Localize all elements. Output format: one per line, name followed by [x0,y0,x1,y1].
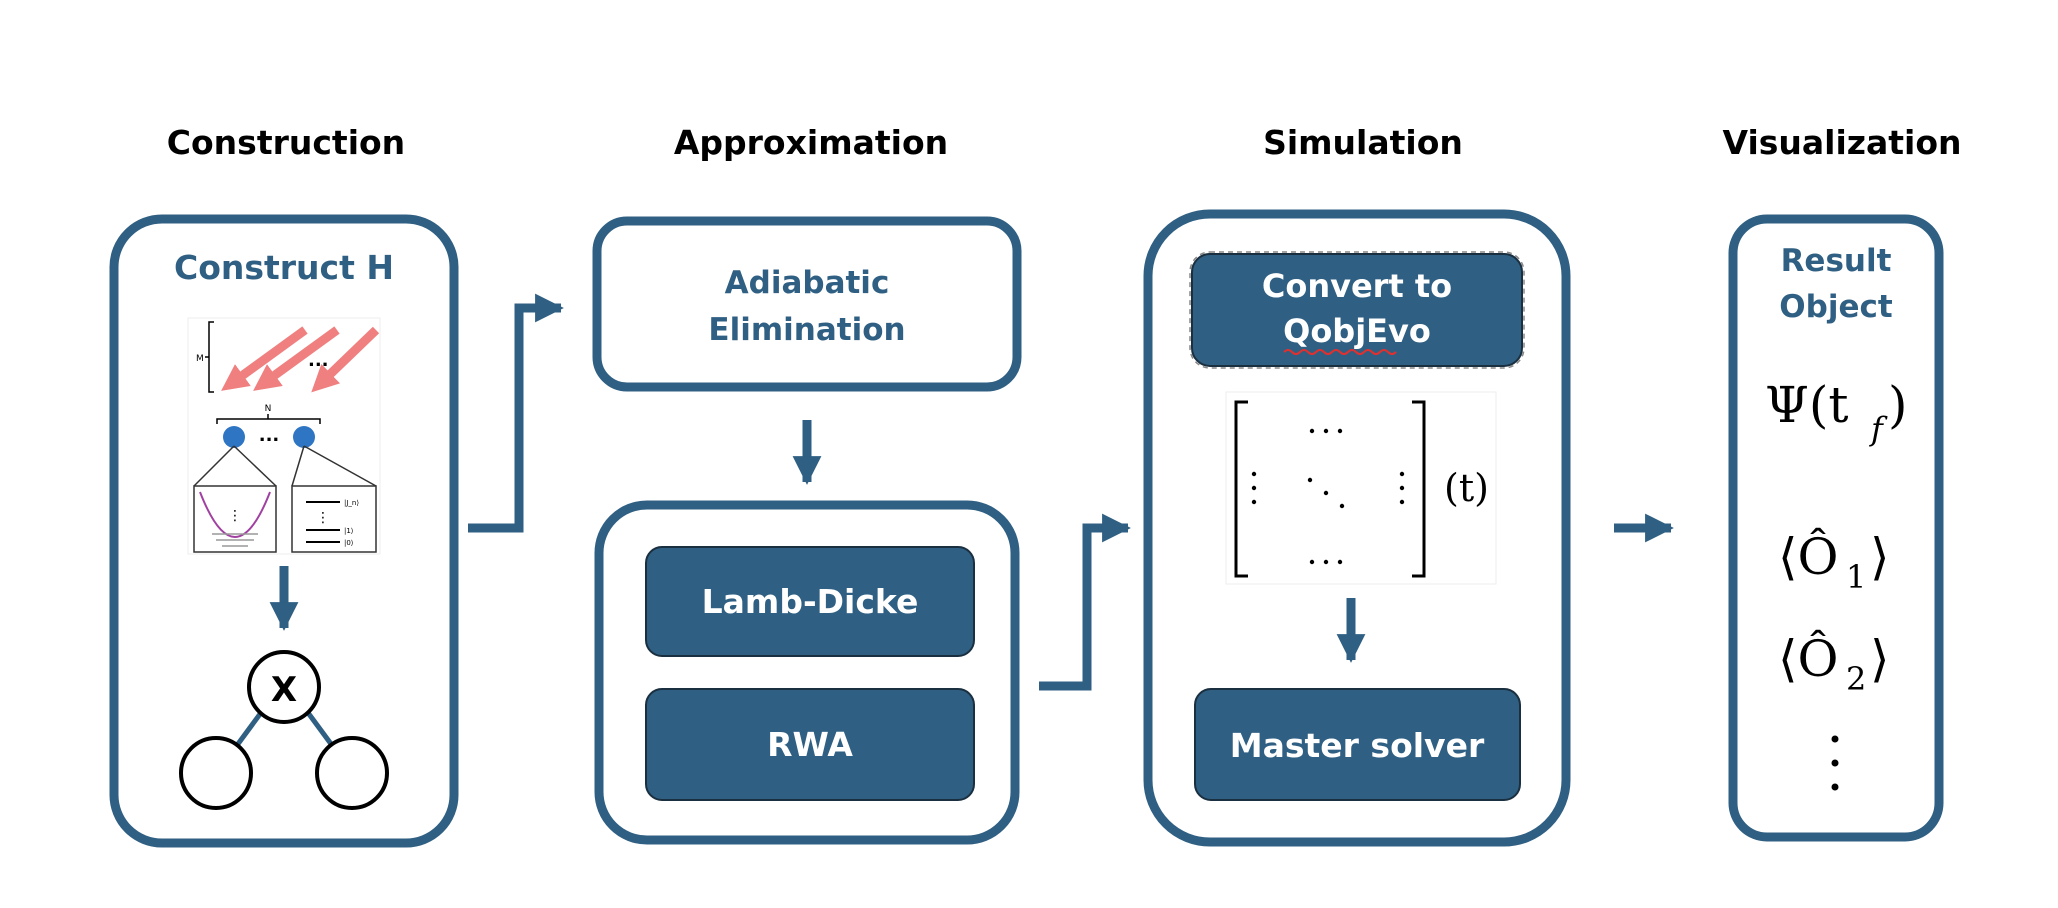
stage-title-visualization: Visualization [1722,123,1961,162]
ellipsis: ... [259,425,280,446]
observable-2: ⟨Ô 2 ⟩ [1778,629,1890,698]
visualization-panel [1728,214,1944,842]
svg-text:⟨Ô: ⟨Ô [1778,629,1839,688]
master-solver-label: Master solver [1230,726,1485,765]
qubit-dot [293,426,315,448]
ion-lattice-figure: M ... N ... ⋮ ⋮ |J_n⟩ |1⟩ |0⟩ [187,317,381,555]
construction-panel [109,214,459,848]
construct-h-label: Construct H [174,248,394,287]
vertical-ellipsis [1831,735,1839,791]
approximation-panel [594,500,1020,845]
connector-arrow [1039,513,1131,691]
svg-text:⋮: ⋮ [228,508,242,524]
harmonic-well [199,491,271,538]
adiabatic-elimination-box [592,216,1022,392]
convert-qobjevo-block [1191,253,1523,367]
adiabatic-label-line1: Adiabatic [725,265,890,301]
svg-text:f: f [1869,410,1888,448]
red-arrow [221,326,308,391]
spellcheck-underline [1283,349,1397,355]
n-label: N [265,404,272,414]
svg-text:⟨Ô: ⟨Ô [1778,527,1839,586]
svg-text:Ψ(t: Ψ(t [1765,376,1848,434]
convert-label-line1: Convert to [1262,267,1452,305]
svg-text:|0⟩: |0⟩ [344,539,354,547]
result-object-line1: Result [1781,243,1892,279]
graph-leaf-node [179,736,253,810]
harmonic-well-box [193,485,277,553]
observable-1: ⟨Ô 1 ⟩ [1778,527,1890,596]
lamb-dicke-label: Lamb-Dicke [702,582,919,621]
m-label: M [196,354,204,364]
qubit-dot [223,426,245,448]
graph-root-label: X [271,670,297,710]
adiabatic-label-line2: Elimination [708,312,905,348]
stage-title-approximation: Approximation [674,123,948,162]
ellipsis: ... [308,350,329,371]
convert-label-line2: QobjEvo [1283,312,1431,350]
master-solver-block [1194,688,1521,801]
connector-arrow [468,293,564,533]
svg-text:2: 2 [1846,660,1866,698]
graph-leaf-node [315,736,389,810]
svg-text:1: 1 [1846,558,1866,596]
stage-title-simulation: Simulation [1263,123,1463,162]
rwa-block [645,688,975,801]
rwa-label: RWA [767,725,853,764]
result-object-line2: Object [1779,289,1893,325]
svg-text:⟩: ⟩ [1870,630,1890,688]
svg-text:): ) [1888,376,1908,434]
red-arrow [253,326,340,391]
svg-text:⋮: ⋮ [316,510,330,526]
svg-text:⟩: ⟩ [1870,528,1890,586]
svg-text:|1⟩: |1⟩ [344,527,354,535]
simulation-panel [1143,209,1571,847]
time-dependent-matrix: (t) [1225,391,1497,585]
matrix-time-label: (t) [1444,466,1489,510]
svg-text:|J_n⟩: |J_n⟩ [344,499,359,507]
red-arrow [311,326,380,393]
psi-final-state: Ψ(t f ) [1765,376,1908,448]
n-brace [216,414,321,424]
stage-title-construction: Construction [167,123,405,162]
lamb-dicke-block [645,546,975,657]
tensor-graph: X [179,650,389,810]
m-brace [205,321,214,393]
graph-root-node [247,650,321,724]
